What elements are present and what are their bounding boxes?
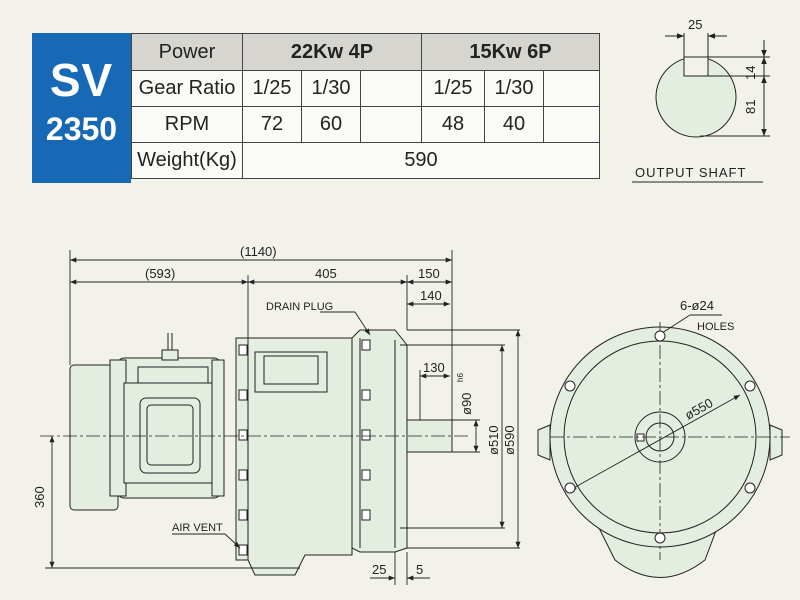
weight-label: Weight(Kg) xyxy=(131,142,243,179)
air-vent-label: AIR VENT xyxy=(172,522,223,534)
shaft-130-dim: 130 xyxy=(423,360,445,375)
rpm-cell: 60 xyxy=(301,106,361,143)
power-15kw: 15Kw 6P xyxy=(421,33,600,71)
ratio-cell xyxy=(543,70,600,107)
ratio-cell: 1/30 xyxy=(301,70,361,107)
d590-dim: ø590 xyxy=(502,425,517,455)
gear-ratio-label: Gear Ratio xyxy=(131,70,243,107)
shaft-total-dim: 150 xyxy=(418,266,440,281)
rpm-label: RPM xyxy=(131,106,243,143)
holes-label: HOLES xyxy=(697,321,734,333)
shaft-140-dim: 140 xyxy=(420,288,442,303)
weight-value: 590 xyxy=(242,142,600,179)
flange-5-dim: 5 xyxy=(416,562,423,577)
d510-dim: ø510 xyxy=(486,425,501,455)
ratio-cell xyxy=(360,70,422,107)
power-22kw: 22Kw 4P xyxy=(242,33,422,71)
dimension-lines xyxy=(45,250,521,585)
ratio-cell: 1/25 xyxy=(421,70,485,107)
body-length-dim: 405 xyxy=(315,266,337,281)
holes-count-dim: 6-ø24 xyxy=(680,298,714,313)
bolt-holes xyxy=(564,330,756,544)
model-badge: SV 2350 xyxy=(32,33,131,183)
spec-table: Power 22Kw 4P 15Kw 6P Gear Ratio 1/25 1/… xyxy=(131,33,600,179)
output-shaft-detail xyxy=(632,33,770,183)
overall-length-dim: (1140) xyxy=(240,244,277,259)
model-series: SV xyxy=(49,54,114,106)
shaft-depth-dim: 14 xyxy=(743,66,758,80)
bore-dim: ø90 xyxy=(459,393,474,415)
model-number: 2350 xyxy=(45,111,118,147)
output-shaft-caption: OUTPUT SHAFT xyxy=(635,165,746,180)
shaft-width-dim: 25 xyxy=(688,17,702,32)
rpm-cell: 40 xyxy=(484,106,544,143)
shaft-height-dim: 81 xyxy=(743,100,758,114)
motor-length-dim: (593) xyxy=(145,266,175,281)
side-view xyxy=(69,329,453,576)
rpm-cell xyxy=(543,106,600,143)
centre-height-dim: 360 xyxy=(32,486,47,508)
flange-25-dim: 25 xyxy=(372,562,386,577)
power-label: Power xyxy=(131,33,243,71)
drain-plug-label: DRAIN PLUG xyxy=(266,301,333,313)
bore-tolerance: h6 xyxy=(456,373,465,382)
